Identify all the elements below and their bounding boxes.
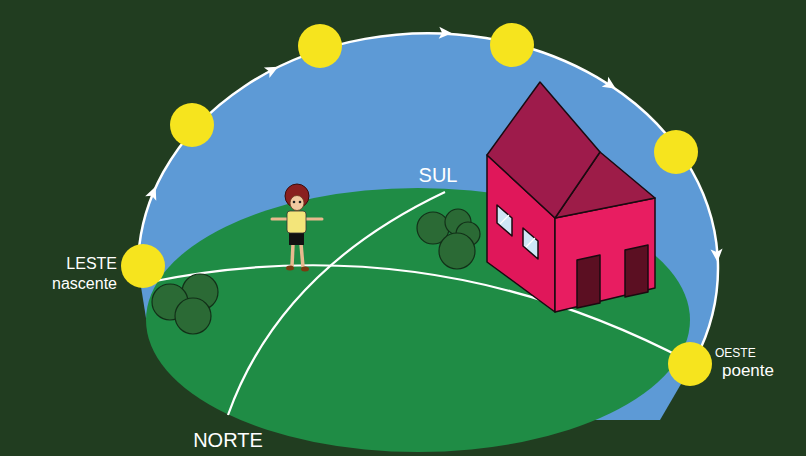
boy: [272, 184, 322, 272]
glint: [500, 215, 509, 224]
arrowhead: [711, 249, 724, 263]
sun: [298, 24, 342, 68]
arrowhead: [264, 61, 281, 78]
window: [523, 228, 538, 259]
arrowhead: [439, 27, 453, 40]
sun-path: [138, 33, 718, 360]
arrowhead: [145, 184, 161, 201]
boy-leg: [301, 244, 303, 267]
sun: [654, 130, 698, 174]
window-glints: [500, 215, 535, 247]
direction-label: LESTE: [66, 255, 117, 273]
boy-leg: [292, 244, 293, 266]
house-roof: [487, 82, 600, 218]
window: [497, 205, 512, 236]
north-south-line: [228, 192, 445, 415]
arrowhead: [602, 77, 619, 94]
boy-shoe: [301, 267, 309, 272]
suns: [121, 23, 712, 386]
sun: [121, 244, 165, 288]
house: [487, 82, 655, 312]
sun: [170, 103, 214, 147]
direction-label: nascente: [52, 275, 117, 293]
bush: [417, 209, 480, 269]
boy-shirt: [287, 211, 306, 233]
direction-label: NORTE: [193, 429, 263, 451]
bush-part: [175, 298, 211, 334]
bush-part: [439, 233, 475, 269]
glint: [526, 238, 535, 247]
direction-label: OESTE: [715, 347, 756, 360]
boy-eye: [299, 201, 302, 204]
sun: [490, 23, 534, 67]
boy-face: [290, 196, 304, 211]
sun: [668, 342, 712, 386]
door: [577, 255, 600, 308]
direction-label: poente: [722, 362, 774, 381]
ground: [146, 188, 690, 452]
boy-eye: [293, 201, 296, 204]
direction-label: SUL: [419, 164, 458, 186]
bush: [152, 274, 218, 334]
door: [625, 245, 648, 297]
boy-shoe: [286, 266, 294, 271]
